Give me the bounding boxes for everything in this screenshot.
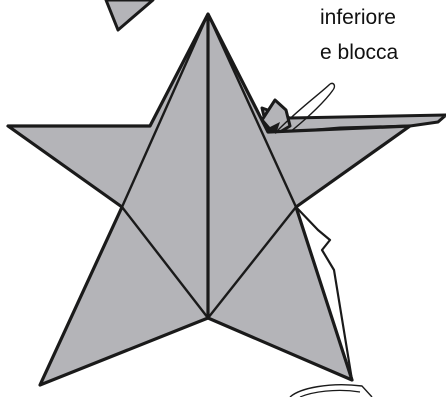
caption-line-1: inferiore (320, 6, 396, 30)
bottom-curve-arrow-inner (300, 390, 360, 397)
tuck-arrow-head (330, 83, 334, 90)
previous-step-fragment (106, 0, 153, 30)
caption-line-2: e blocca (320, 41, 398, 65)
